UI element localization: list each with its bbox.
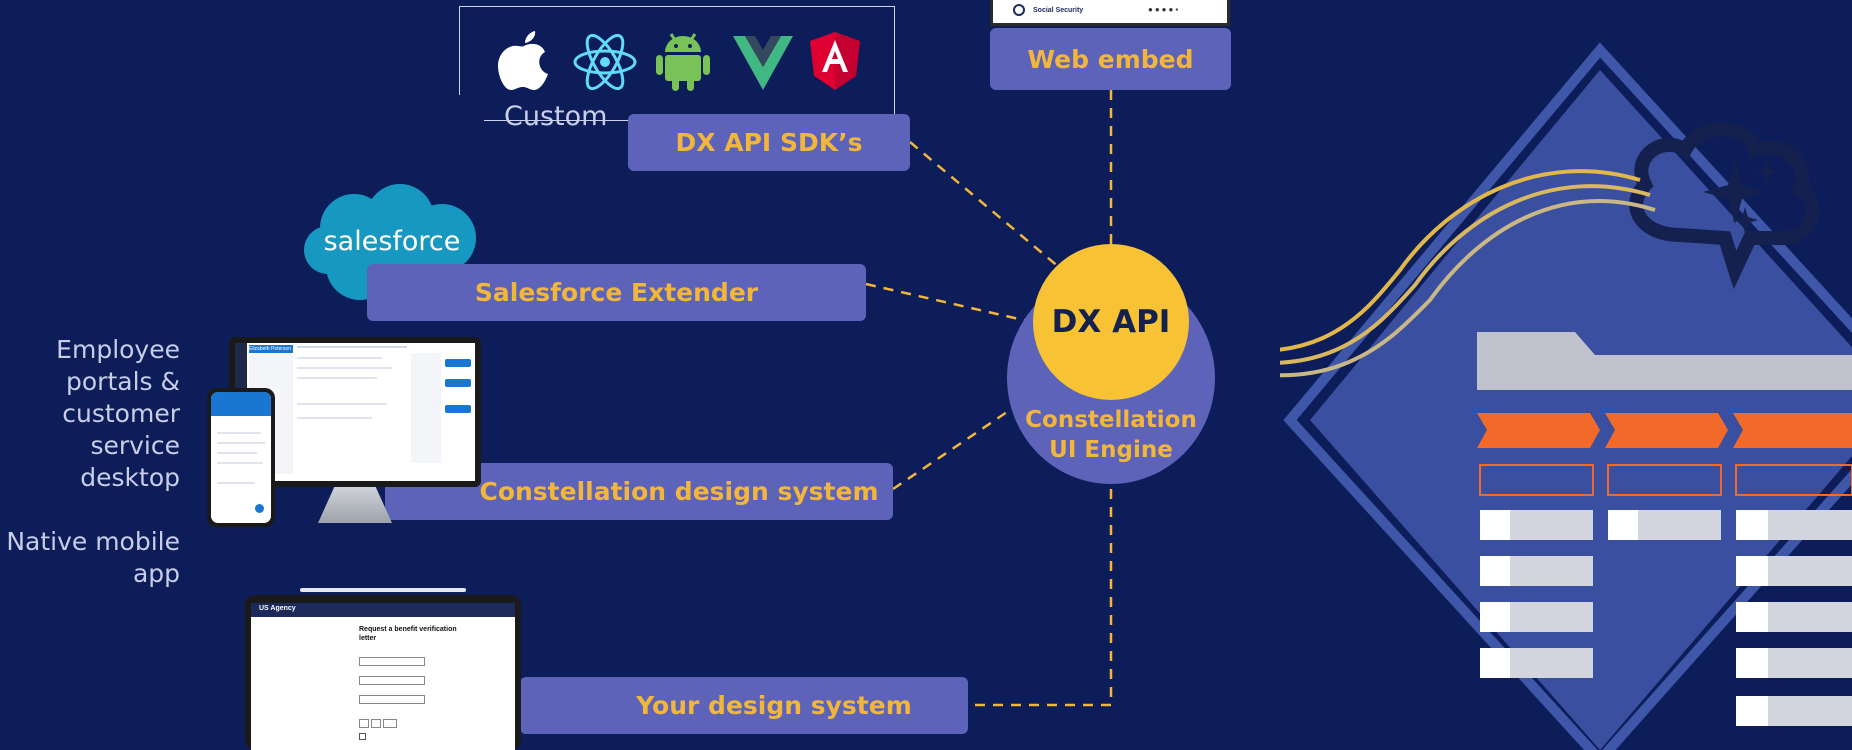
custom-label: Custom	[504, 101, 608, 132]
react-icon	[573, 33, 637, 91]
tablet-heading: Request a benefit verification letter	[359, 626, 457, 642]
monitor-title: Elizabeth Peterson	[249, 345, 293, 353]
angular-icon	[810, 32, 860, 90]
workflow-illustration	[1280, 42, 1852, 750]
tablet-header: US Agency	[251, 603, 515, 617]
node-dx-api-sdks: DX API SDK’s	[628, 114, 910, 171]
tablet: US Agency Request a benefit verification…	[245, 595, 521, 750]
native-mobile-label: Native mobile app	[6, 527, 180, 588]
node-your-design-system: Your design system	[520, 677, 968, 734]
node-web-embed: Web embed	[990, 28, 1231, 90]
connector-constellation	[892, 408, 1011, 491]
dx-api-label: DX API	[1051, 304, 1171, 340]
connector-your-design	[975, 484, 1113, 707]
mobile-phone	[207, 388, 275, 527]
web-embed-preview: Social Security ●●●●▪	[990, 0, 1230, 26]
employee-portals-label: Employee portals & customer service desk…	[56, 335, 180, 492]
constellation-engine-label: Constellation UI Engine	[1025, 407, 1197, 463]
vue-icon	[733, 36, 793, 90]
android-icon	[656, 33, 710, 91]
connector-salesforce	[865, 282, 1033, 324]
phone-screen	[211, 392, 271, 523]
web-embed-brand: Social Security	[1033, 7, 1084, 14]
node-salesforce-extender: Salesforce Extender	[367, 264, 866, 321]
social-icons: ●●●●▪	[1148, 5, 1181, 14]
connector-sdk	[909, 141, 1061, 269]
tablet-pen	[300, 588, 466, 592]
diamond-outline	[1283, 42, 1852, 750]
dx-api-circle: DX API	[1033, 244, 1189, 400]
ssa-seal-icon	[1013, 4, 1025, 16]
apple-icon	[498, 31, 548, 90]
flow-curves	[1280, 169, 1656, 378]
tablet-screen: US Agency Request a benefit verification…	[251, 603, 515, 750]
tablet-agency: US Agency	[259, 605, 296, 612]
case-table	[1477, 332, 1852, 726]
salesforce-logo-text: salesforce	[324, 226, 461, 257]
